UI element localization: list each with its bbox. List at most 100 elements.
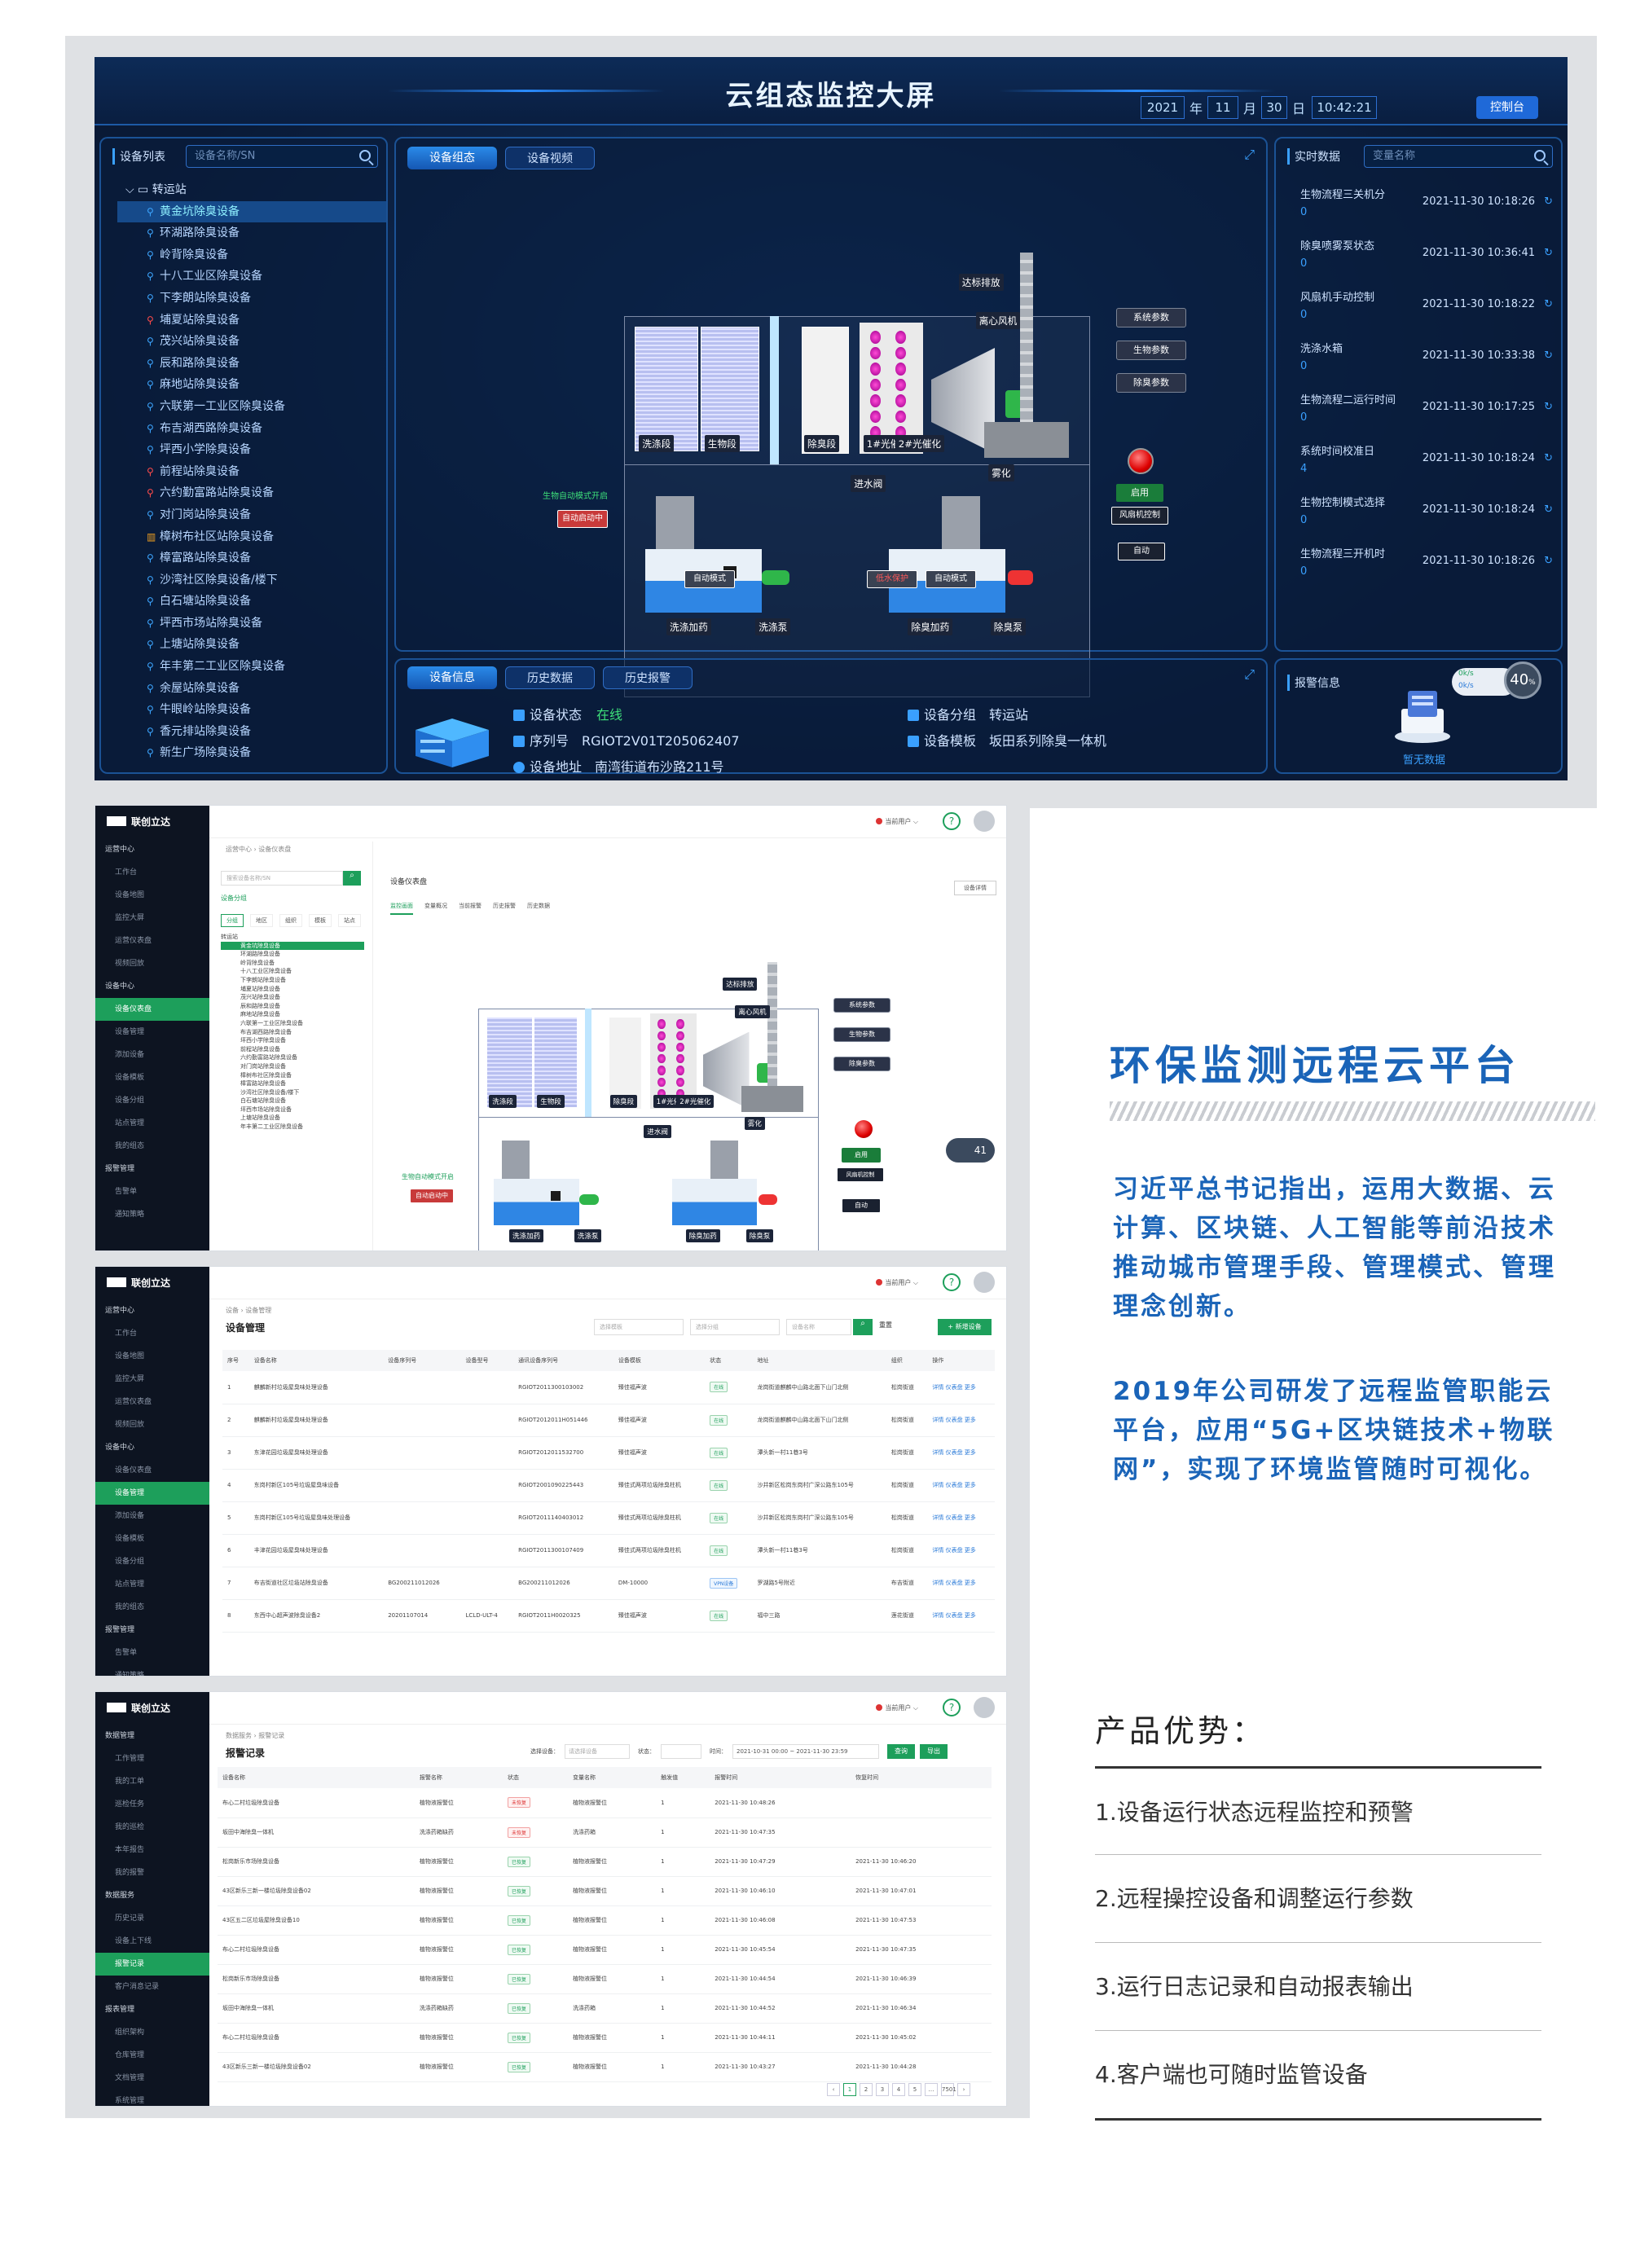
- sidebar-item[interactable]: 设备中心: [105, 1444, 135, 1452]
- sidebar-item[interactable]: 设备地图: [115, 891, 145, 899]
- sidebar-item[interactable]: 我的组态: [115, 1603, 145, 1611]
- device-list-item[interactable]: 下李朗站除臭设备: [117, 288, 386, 310]
- time-range-input[interactable]: 2021-10-31 00:00 ~ 2021-11-30 23:59: [732, 1744, 879, 1759]
- tree-item[interactable]: 年丰第二工业区除臭设备: [240, 1123, 303, 1131]
- fan-control-button[interactable]: 风扇机控制: [837, 1167, 884, 1182]
- sidebar-item[interactable]: 报警管理: [105, 1626, 135, 1634]
- tab-history-alarm[interactable]: 历史报警: [603, 666, 693, 689]
- device-list-item[interactable]: 樟富路站除臭设备: [117, 547, 386, 569]
- sidebar-item[interactable]: 站点管理: [115, 1580, 145, 1589]
- tree-item[interactable]: 黄金坑除臭设备: [221, 941, 364, 951]
- tree-item[interactable]: 麻地站除臭设备: [240, 1011, 280, 1018]
- device-search-input[interactable]: 搜索设备名称/SN: [221, 871, 343, 886]
- expand-icon[interactable]: ⤢: [1244, 666, 1255, 682]
- device-list-item[interactable]: 埔夏站除臭设备: [117, 310, 386, 332]
- page-button[interactable]: 5: [908, 2083, 921, 2096]
- sidebar-item[interactable]: 运营中心: [105, 846, 135, 854]
- tree-item[interactable]: 前程站除臭设备: [240, 1045, 280, 1053]
- deodor-param-button[interactable]: 除臭参数: [1116, 373, 1186, 393]
- tree-root[interactable]: ⌵ ▭ 转运站: [125, 183, 187, 196]
- export-button[interactable]: 导出: [920, 1744, 948, 1759]
- sidebar-item[interactable]: 设备仪表盘: [115, 1466, 152, 1475]
- tree-item[interactable]: 樟树布社区除臭设备: [240, 1071, 292, 1079]
- sidebar-item[interactable]: 设备分组: [115, 1097, 145, 1105]
- tab-device-info[interactable]: 设备信息: [407, 666, 497, 689]
- device-list-item[interactable]: 茂兴站除臭设备: [117, 331, 386, 353]
- tree-item[interactable]: 坪西市场站除臭设备: [240, 1105, 292, 1113]
- refresh-icon[interactable]: ↻: [1544, 298, 1553, 310]
- avatar[interactable]: [974, 811, 995, 832]
- row-actions[interactable]: 详情 仪表盘 更多: [932, 1580, 976, 1586]
- tree-item[interactable]: 六联第一工业区除臭设备: [240, 1019, 303, 1026]
- auto-button[interactable]: 自动: [1118, 543, 1165, 560]
- refresh-icon[interactable]: ↻: [1544, 555, 1553, 567]
- filter-tab[interactable]: 组织: [279, 914, 302, 927]
- user-menu[interactable]: 当前用户 ⌵: [876, 1278, 918, 1287]
- row-actions[interactable]: 详情 仪表盘 更多: [932, 1417, 976, 1423]
- device-list-item[interactable]: 香元排站除臭设备: [117, 721, 386, 743]
- search-icon[interactable]: [1534, 150, 1546, 161]
- tree-item[interactable]: 布吉湖西路除臭设备: [240, 1028, 292, 1035]
- device-select[interactable]: 请选择设备: [565, 1744, 630, 1759]
- reset-button[interactable]: 重置: [879, 1321, 892, 1329]
- sidebar-item[interactable]: 客户消息记录: [115, 1983, 160, 1991]
- sidebar-item[interactable]: 通知策略: [115, 1211, 145, 1219]
- refresh-icon[interactable]: ↻: [1544, 401, 1553, 413]
- device-list-item[interactable]: 十八工业区除臭设备: [117, 266, 386, 288]
- device-list-item[interactable]: 对门岗站除臭设备: [117, 504, 386, 526]
- tree-item[interactable]: 上塘站除臭设备: [240, 1114, 280, 1122]
- deodor-param-button[interactable]: 除臭参数: [833, 1057, 890, 1071]
- system-param-button[interactable]: 系统参数: [1116, 308, 1186, 327]
- sidebar-item[interactable]: 设备中心: [105, 982, 135, 991]
- sidebar-item[interactable]: 运营仪表盘: [115, 1398, 152, 1406]
- sidebar-item[interactable]: 设备管理: [95, 1482, 209, 1505]
- filter-tab[interactable]: 地区: [250, 914, 273, 927]
- sidebar-item[interactable]: 视频回放: [115, 960, 145, 968]
- user-menu[interactable]: 当前用户 ⌵: [876, 817, 918, 826]
- sidebar-item[interactable]: 设备模板: [115, 1535, 145, 1543]
- low-water-protect-button[interactable]: 低水保护: [867, 570, 917, 588]
- sidebar-item[interactable]: 运营仪表盘: [115, 937, 152, 945]
- tab-device-config[interactable]: 设备组态: [407, 147, 497, 169]
- device-list-item[interactable]: 上塘站除臭设备: [117, 634, 386, 656]
- tree-item[interactable]: 下李朗站除臭设备: [240, 976, 286, 983]
- dashboard-tab[interactable]: 当前报警: [459, 903, 482, 909]
- search-button[interactable]: ⌕: [853, 1319, 873, 1335]
- sidebar-item[interactable]: 设备模板: [115, 1074, 145, 1082]
- tree-item[interactable]: 茂兴站除臭设备: [240, 994, 280, 1001]
- sidebar-item[interactable]: 监控大屏: [115, 1375, 145, 1383]
- device-list-item[interactable]: 六约勤富路站除臭设备: [117, 482, 386, 504]
- sidebar-item[interactable]: 报警记录: [95, 1953, 209, 1976]
- device-list-item[interactable]: 牛眼岭站除臭设备: [117, 699, 386, 721]
- sidebar-item[interactable]: 添加设备: [115, 1051, 145, 1059]
- bio-param-button[interactable]: 生物参数: [1116, 341, 1186, 360]
- add-device-button[interactable]: + 新增设备: [938, 1319, 992, 1335]
- tree-item[interactable]: 岭背除臭设备: [240, 959, 275, 966]
- sidebar-item[interactable]: 我的工单: [115, 1778, 145, 1786]
- filter-tab[interactable]: 站点: [338, 914, 361, 927]
- dashboard-tab[interactable]: 监控画面: [390, 902, 413, 915]
- tree-item[interactable]: 埔夏站除臭设备: [240, 985, 280, 992]
- device-search-input[interactable]: 设备名称/SN: [186, 145, 378, 168]
- tree-item[interactable]: 白石塘站除臭设备: [240, 1097, 286, 1105]
- dashboard-tab[interactable]: 变量概况: [424, 903, 447, 909]
- sidebar-item[interactable]: 告警单: [115, 1649, 138, 1657]
- sidebar-item[interactable]: 工作台: [115, 868, 138, 877]
- device-list-item[interactable]: 六联第一工业区除臭设备: [117, 396, 386, 418]
- page-button[interactable]: 7501: [941, 2083, 956, 2096]
- auto-mode-button-2[interactable]: 自动模式: [926, 570, 976, 588]
- device-list-item[interactable]: 环湖路除臭设备: [117, 222, 386, 244]
- page-button[interactable]: 3: [876, 2083, 889, 2096]
- enable-button[interactable]: 启用: [842, 1148, 881, 1163]
- tree-item[interactable]: 坪西小学除臭设备: [240, 1037, 286, 1044]
